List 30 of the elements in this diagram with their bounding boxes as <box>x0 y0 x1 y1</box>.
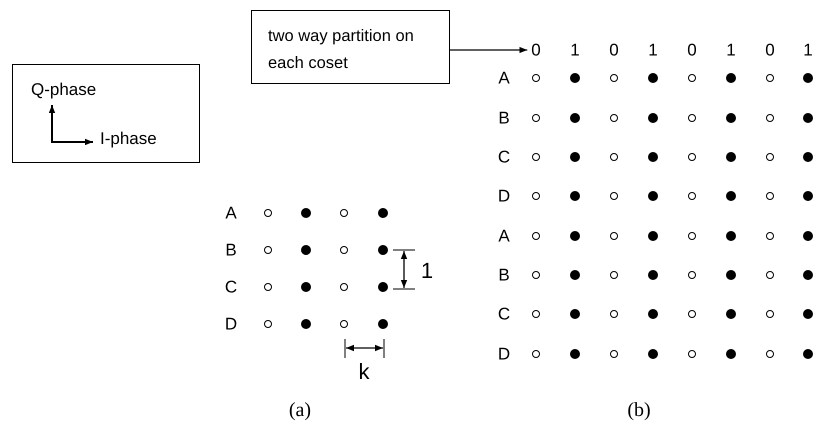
row-label: D <box>498 346 510 362</box>
row-label: B <box>225 242 237 258</box>
row-label: C <box>224 278 238 296</box>
axes-box <box>12 64 200 163</box>
panel-label: (a) <box>288 400 312 420</box>
row-label: A <box>225 204 237 222</box>
column-header: 1 <box>648 42 658 58</box>
column-header: 0 <box>765 42 775 58</box>
annotation-text: two way partition on each coset <box>268 26 415 74</box>
panel-label: (b) <box>627 400 651 420</box>
axis-label: I-phase <box>100 130 157 147</box>
row-label: C <box>498 148 510 166</box>
row-label: D <box>498 188 510 204</box>
dimension-label: k <box>358 361 370 383</box>
row-label: A <box>498 228 510 244</box>
row-label: C <box>498 306 510 322</box>
column-header: 1 <box>726 42 736 58</box>
row-label: A <box>498 70 510 86</box>
column-header: 0 <box>609 42 619 58</box>
annotation-box <box>251 10 450 84</box>
arrow <box>450 46 528 54</box>
row-label: B <box>498 266 510 284</box>
row-label: D <box>224 316 238 332</box>
column-header: 0 <box>531 42 541 58</box>
dimension-label: 1 <box>420 260 434 282</box>
axis-label: Q-phase <box>31 81 96 98</box>
column-header: 1 <box>803 42 813 58</box>
column-header: 0 <box>687 42 697 58</box>
row-label: B <box>498 110 510 126</box>
column-header: 1 <box>570 42 580 58</box>
